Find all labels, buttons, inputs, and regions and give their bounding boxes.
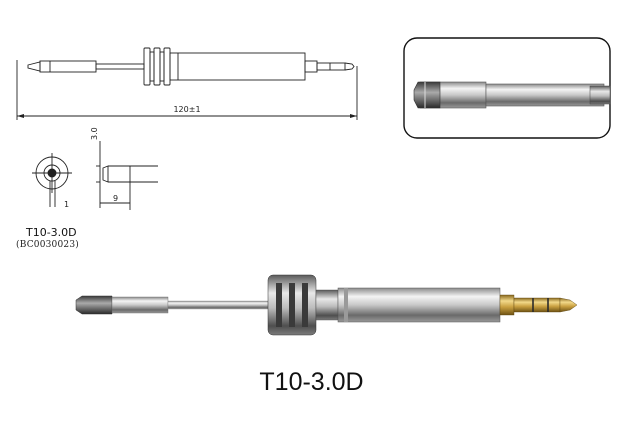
model-title: T10-3.0D: [259, 368, 364, 396]
end-dimension-label: 1: [64, 200, 69, 209]
model-label-small: T10-3.0D: [26, 226, 77, 239]
side-view-drawing: [16, 47, 358, 120]
end-view-drawing: [32, 153, 72, 207]
tip-profile-drawing: [96, 141, 158, 210]
soldering-tip-photo: [75, 274, 578, 336]
part-number-label: (BC0030023): [16, 240, 79, 250]
tip-length-label: 9: [113, 194, 118, 203]
tip-width-label: 3.0: [90, 127, 99, 140]
dimension-arrows: [17, 114, 357, 118]
length-dimension-label: 120±1: [173, 105, 200, 114]
detail-inset: [403, 37, 611, 139]
